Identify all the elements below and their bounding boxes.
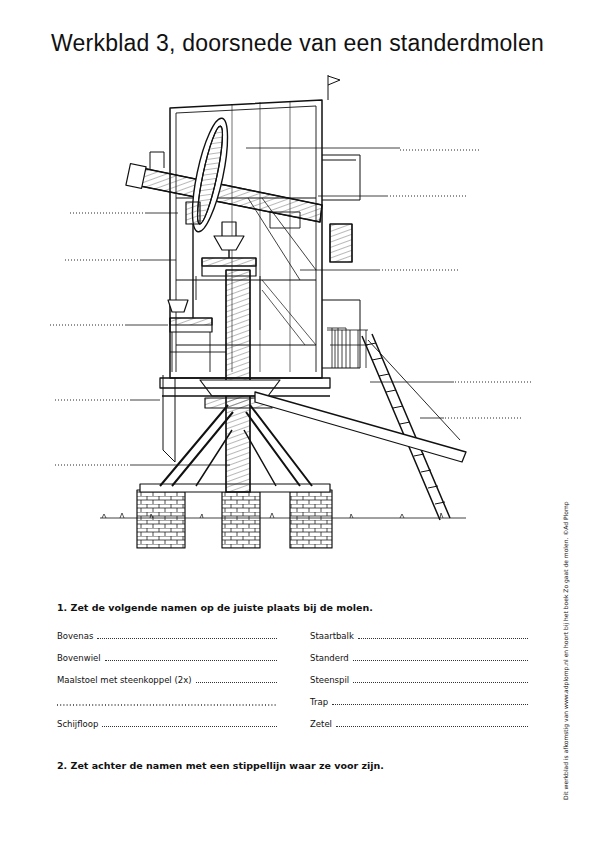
term-name: Standerd <box>310 653 349 663</box>
term-line: Bovenas <box>57 630 277 641</box>
term-name: Zetel <box>310 719 332 729</box>
term-line: Steenspil <box>310 674 528 685</box>
dotted-answer-line <box>353 674 528 683</box>
credit-note: Dit werkblad is afkomstig van www.adplom… <box>562 501 569 800</box>
worksheet-title: Werkblad 3, doorsnede van een standerdmo… <box>51 30 544 57</box>
term-line: Schijfloop <box>57 718 277 729</box>
instruction: 1. Zet de volgende namen op de juiste pl… <box>57 602 373 613</box>
term-name: Staartbalk <box>310 631 354 641</box>
dotted-answer-line <box>336 718 528 727</box>
term-line: Maalstoel met steenkoppel (2x) <box>57 674 277 685</box>
dotted-answer-line <box>105 652 277 661</box>
term-line: Staartbalk <box>310 630 528 641</box>
term-name: Bovenas <box>57 631 93 641</box>
term-name: Maalstoel met steenkoppel (2x) <box>57 675 192 685</box>
term-name: Bovenwiel <box>57 653 101 663</box>
instruction: 2. Zet achter de namen met een stippelli… <box>57 760 384 771</box>
term-line: Trap <box>310 696 528 707</box>
dotted-answer-line <box>102 718 277 727</box>
term-name: Steenspil <box>310 675 349 685</box>
dotted-answer-line <box>196 674 278 683</box>
dotted-answer-line <box>97 630 277 639</box>
dotted-answer-line <box>353 652 528 661</box>
term-line: Bovenwiel <box>57 652 277 663</box>
dotted-answer-line <box>332 696 528 705</box>
term-line: Zetel <box>310 718 528 729</box>
term-line: Standerd <box>310 652 528 663</box>
dotted-answer-line <box>358 630 528 639</box>
term-name: Schijfloop <box>57 719 98 729</box>
term-name: Trap <box>310 697 328 707</box>
